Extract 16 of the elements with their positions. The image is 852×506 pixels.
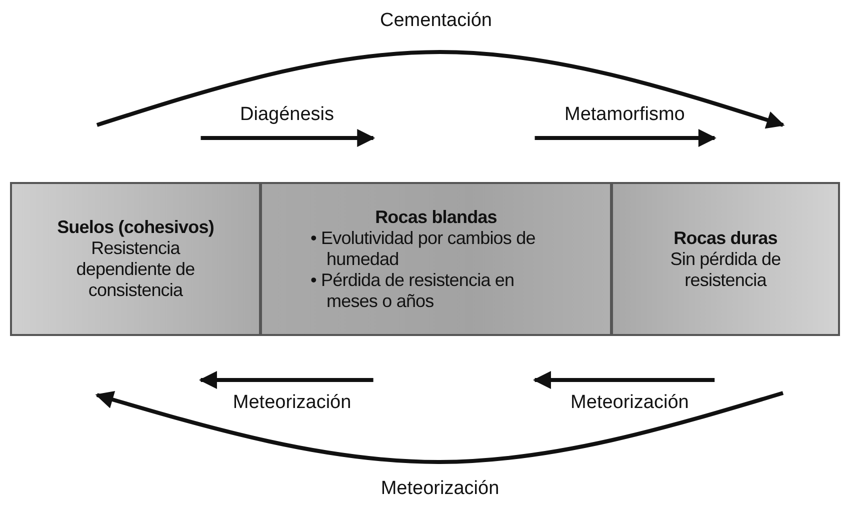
panel-heading: Suelos (cohesivos)	[57, 217, 214, 238]
rock-class-panel	[10, 182, 261, 336]
arrow	[96, 50, 785, 129]
rock-class-panel	[612, 182, 840, 336]
arrow	[200, 129, 376, 147]
panel-description: Resistencia dependiente de consistencia	[75, 238, 196, 301]
arrow	[534, 129, 716, 147]
arrow	[95, 390, 784, 464]
panel-heading: Rocas blandas	[375, 206, 497, 228]
panel-heading: Rocas duras	[674, 228, 778, 248]
arrow	[532, 371, 715, 389]
panel-description: Sin pérdida de resistencia	[669, 248, 782, 290]
arrow	[198, 371, 374, 389]
bullet-item: • Pérdida de resistencia en meses o años	[310, 270, 516, 312]
bullet-item: • Evolutividad por cambios de humedad	[310, 228, 536, 270]
rock-class-panel	[261, 182, 612, 336]
